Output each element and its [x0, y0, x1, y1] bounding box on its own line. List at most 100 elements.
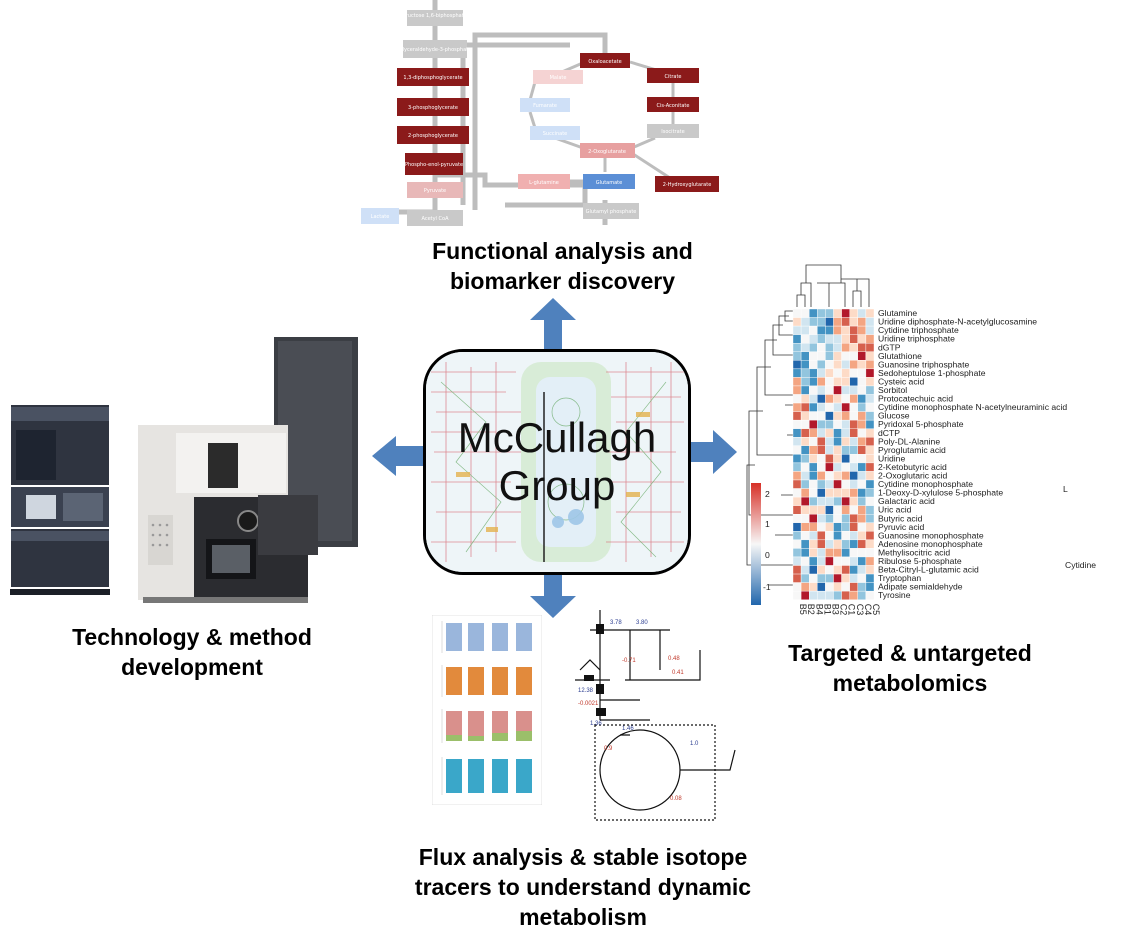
heatmap-row-label: dGTP: [878, 342, 901, 352]
heatmap-cells: [792, 308, 875, 600]
heatmap-cell: [849, 590, 858, 600]
heatmap-cell: [792, 445, 802, 455]
heatmap-cell: [865, 454, 875, 464]
heatmap-cell: [817, 590, 826, 600]
heatmap-cell: [857, 590, 867, 600]
heatmap-cell: [833, 385, 842, 395]
heatmap-cell: [841, 394, 850, 404]
heatmap-cell: [825, 548, 834, 558]
heatmap-cell: [865, 385, 875, 395]
heatmap-cell: [825, 419, 834, 429]
heatmap-cell: [849, 308, 858, 318]
heatmap-cell: [800, 556, 810, 566]
pathway-node: Glyceraldehyde-3-phosphate: [399, 47, 471, 53]
heatmap-cell: [808, 471, 818, 481]
heatmap-column-label: C2: [839, 604, 849, 616]
heatmap-cell: [857, 360, 867, 370]
heatmap-row-label: Guanosine monophosphate: [878, 530, 984, 540]
heatmap-row-label: Sedoheptulose 1-phosphate: [878, 368, 986, 378]
heatmap-cell: [865, 522, 875, 532]
heatmap-cell: [800, 317, 810, 327]
heatmap-cell: [849, 462, 858, 472]
heatmap-cell: [841, 377, 850, 387]
heatmap-cell: [800, 351, 810, 361]
heatmap-cell: [857, 308, 867, 318]
heatmap-cell: [825, 496, 834, 506]
heatmap-cell: [833, 411, 842, 421]
heatmap-cell: [849, 573, 858, 583]
heatmap-cell: [808, 479, 818, 489]
heatmap-cell: [865, 411, 875, 421]
heatmap-cell: [800, 505, 810, 515]
heatmap-cell: [800, 582, 810, 592]
heatmap-cell: [865, 496, 875, 506]
heatmap-cell: [817, 496, 826, 506]
heatmap-cell: [808, 334, 818, 344]
heatmap-cell: [833, 308, 842, 318]
heatmap-cell: [849, 428, 858, 438]
pathway-node: Succinate: [543, 131, 568, 137]
heatmap-cell: [808, 590, 818, 600]
heatmap-cell: [808, 402, 818, 412]
svg-text:0.9: 0.9: [604, 746, 613, 752]
heatmap-cell: [825, 479, 834, 489]
heatmap-cell: [865, 556, 875, 566]
heatmap-cell: [800, 590, 810, 600]
heatmap-cell: [833, 325, 842, 335]
heatmap-cell: [800, 514, 810, 523]
heatmap-cell: [849, 514, 858, 523]
heatmap-cell: [800, 325, 810, 335]
heatmap-row-label: Cysteic acid: [878, 376, 925, 386]
heatmap-cell: [808, 539, 818, 549]
heatmap-cell: [841, 573, 850, 583]
heatmap-cell: [857, 334, 867, 344]
heatmap-cell: [792, 556, 802, 566]
heatmap-cell: [857, 368, 867, 378]
heatmap-cell: [849, 565, 858, 575]
heatmap-row-label: Uridine triphosphate: [878, 334, 955, 344]
heatmap-cell: [825, 308, 834, 318]
heatmap-cell: [865, 488, 875, 498]
heatmap-cell: [817, 565, 826, 575]
heatmap-cell: [808, 419, 818, 429]
heatmap-cell: [865, 539, 875, 549]
svg-text:1.0: 1.0: [690, 741, 699, 747]
heatmap-cell: [833, 462, 842, 472]
heatmap-row-label: Poly-DL-Alanine: [878, 436, 940, 446]
heatmap-cell: [865, 531, 875, 541]
heatmap-cell: [800, 368, 810, 378]
heatmap-row-label: 1-Deoxy-D-xylulose 5-phosphate: [878, 488, 1003, 498]
heatmap-cell: [817, 308, 826, 318]
heatmap-cell: [849, 548, 858, 558]
heatmap-cell: [800, 471, 810, 481]
heatmap-cell: [865, 505, 875, 515]
heatmap-cell: [800, 360, 810, 370]
heatmap-row-label: 2-Ketobutyric acid: [878, 462, 947, 472]
heatmap-cell: [792, 471, 802, 481]
svg-text:1.36: 1.36: [590, 721, 602, 727]
heatmap-cell: [817, 556, 826, 566]
heatmap-cell: [800, 479, 810, 489]
heatmap-cell: [808, 522, 818, 532]
heatmap-cell: [792, 514, 802, 523]
heatmap-cell: [817, 573, 826, 583]
heatmap-cell: [841, 471, 850, 481]
heatmap-cell: [841, 582, 850, 592]
heatmap-cell: [825, 471, 834, 481]
heatmap-cell: [833, 360, 842, 370]
heatmap-cell: [849, 445, 858, 455]
heatmap-cell: [849, 351, 858, 361]
heatmap-cell: [808, 462, 818, 472]
heatmap-cell: [857, 539, 867, 549]
heatmap-cell: [817, 471, 826, 481]
svg-text:3.80: 3.80: [636, 620, 648, 626]
dendrogram-top: [796, 264, 870, 307]
heatmap-cell: [849, 471, 858, 481]
caption-top: Functional analysis and biomarker discov…: [432, 238, 693, 294]
heatmap-cell: [800, 488, 810, 498]
heatmap-cell: [849, 496, 858, 506]
heatmap-row-label: Cytidine monophosphate: [878, 479, 973, 489]
heatmap-cell: [792, 428, 802, 438]
heatmap-cell: [825, 360, 834, 370]
